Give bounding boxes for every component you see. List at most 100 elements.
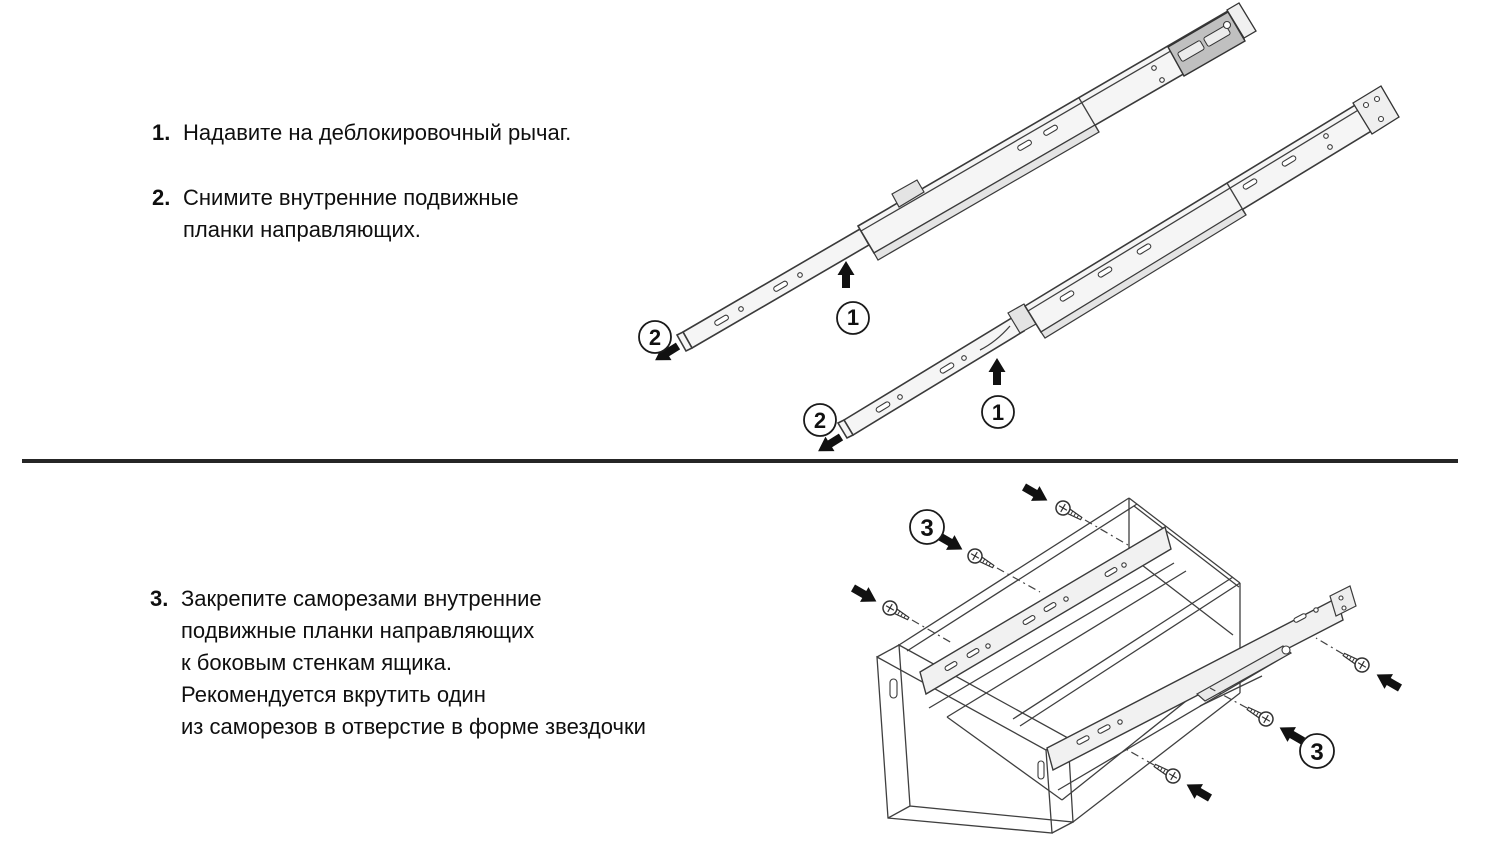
hole [1313,607,1319,613]
right-rail [1046,596,1344,772]
panel-slot [889,678,898,699]
floor-front-edge [946,716,1063,801]
hole [961,355,967,361]
hole [1327,144,1333,150]
slot [944,661,958,671]
callout-2-label: 2 [814,408,826,433]
step-3-line-1: Закрепите саморезами внутренние [181,586,542,611]
lower-slide-lip [1040,208,1247,339]
slot [875,401,891,413]
screw-icon [1052,497,1086,526]
arrow-diagonal-icon [1019,479,1052,508]
screw-icon [1243,701,1277,730]
arrow-up-icon [837,261,855,288]
plate-hole [1377,115,1385,123]
release-lever [1195,645,1293,702]
plate-hole [1362,101,1370,109]
right-rail-end-bracket [1329,585,1357,617]
left-wall-top-inner [906,503,1138,652]
hole [1121,562,1127,568]
release-lever-hook [979,325,1011,351]
upper-slide-end-tab [1226,2,1257,39]
alignment-dash [1123,747,1155,766]
step-3: 3. Закрепите саморезами внутренние подви… [150,583,646,743]
slot [714,314,729,326]
slot [1059,290,1075,302]
screw-icon [1150,758,1184,787]
drawer-slide-upper: 1 2 [638,2,1257,368]
cassette-window [1177,40,1205,62]
drawer-slide-lower: 1 2 [803,85,1400,459]
panel-edge [876,644,900,658]
step-1-line-1: Надавите на деблокировочный рычаг. [183,120,572,145]
slot [1097,266,1113,278]
step-2: 2. Снимите внутренние подвижные планки н… [152,182,519,245]
step-1-text: Надавите на деблокировочный рычаг. [183,117,571,149]
step-3-line-5: из саморезов в отверстие в форме звездоч… [181,714,646,739]
arrow-diagonal-icon [1372,667,1405,696]
alignment-dash [1315,637,1344,655]
front-panel-outer [876,655,1053,834]
back-wall-top [1128,497,1241,584]
arrow-up-icon [988,358,1006,385]
hole [1063,596,1069,602]
lower-slide-end-plate [1352,85,1400,135]
hole [985,643,991,649]
cassette-window [1203,25,1231,47]
slot [1104,567,1118,577]
panel-edge [1051,821,1074,834]
section-divider [22,459,1458,463]
slot [1136,243,1152,255]
screw-icon [964,545,998,574]
step-2-text: Снимите внутренние подвижные планки напр… [183,182,519,245]
hole [897,394,903,400]
step-2-number: 2. [152,185,171,210]
callout-3-label: 3 [1310,739,1323,766]
right-wall-bottom [1057,654,1288,791]
right-wall-top-inner [1012,576,1234,720]
floor-left-edge [946,570,1187,718]
slot [1281,155,1297,167]
slot [966,648,980,658]
slot [1076,735,1090,745]
lever-spring [1199,675,1263,707]
rail-edge-highlight [860,15,1232,232]
cassette-hole [1222,20,1232,30]
back-wall-bottom [1128,554,1234,636]
hole [1338,595,1344,601]
rail-step [1226,182,1247,216]
alignment-dash [911,619,953,644]
slot [1242,178,1258,190]
slot [1017,139,1032,151]
callout-1-circle [836,301,870,335]
step-3-number: 3. [150,586,169,611]
rail-edge-highlight [1027,94,1384,312]
hole [1151,65,1157,71]
callout-2-circle [803,403,837,437]
hole [1117,719,1123,725]
slot [1293,613,1307,623]
plate-hole [1373,95,1381,103]
step-3-text: Закрепите саморезами внутренние подвижны… [181,583,646,743]
callout-3-label: 3 [920,515,933,542]
alignment-dash [1209,687,1248,709]
back-wall-top-inner [1133,505,1240,588]
hole [1159,77,1165,83]
step-3-line-2: подвижные планки направляющих [181,618,535,643]
callout-1-circle [981,395,1015,429]
slot [939,362,955,374]
hole [1341,605,1347,611]
arrow-diagonal-icon [848,580,881,609]
hole [738,306,744,312]
lower-slide-inner-endcap [836,418,855,440]
rail-step [1078,97,1100,133]
slot [1043,602,1057,612]
step-2-line-1: Снимите внутренние подвижные [183,185,519,210]
step-1-number: 1. [152,120,171,145]
bottom-right-edge [1072,692,1241,823]
callout-2-circle [638,320,672,354]
step-1: 1. Надавите на деблокировочный рычаг. [152,117,571,149]
callout-2-label: 2 [649,325,661,350]
drawer-assembly: 3 3 [848,479,1405,834]
